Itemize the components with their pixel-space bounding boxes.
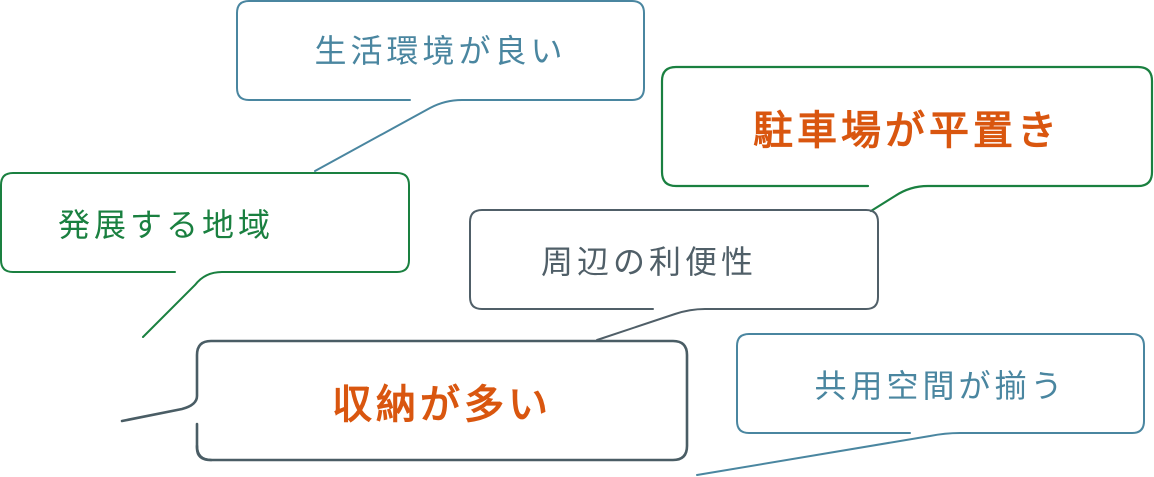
- bubble-living-environment-outline: [236, 0, 645, 172]
- bubble-convenience-outline: [469, 209, 879, 341]
- bubble-living-environment-text: 生活環境が良い: [314, 32, 567, 70]
- bubble-flat-parking-outline: [660, 65, 1154, 213]
- bubble-storage-outline-lower: [195, 422, 213, 462]
- bubble-developing-area-text: 発展する地域: [57, 205, 274, 244]
- bubble-shared-space-text: 共用空間が揃う: [814, 366, 1067, 405]
- bubble-flat-parking-text: 駐車場が平置き: [753, 107, 1061, 154]
- bubble-storage-text: 収納が多い: [332, 381, 552, 428]
- bubble-shared-space-outline: [696, 333, 1145, 476]
- bubble-developing-area-outline: [0, 172, 410, 338]
- bubble-convenience-text: 周辺の利便性: [540, 242, 757, 281]
